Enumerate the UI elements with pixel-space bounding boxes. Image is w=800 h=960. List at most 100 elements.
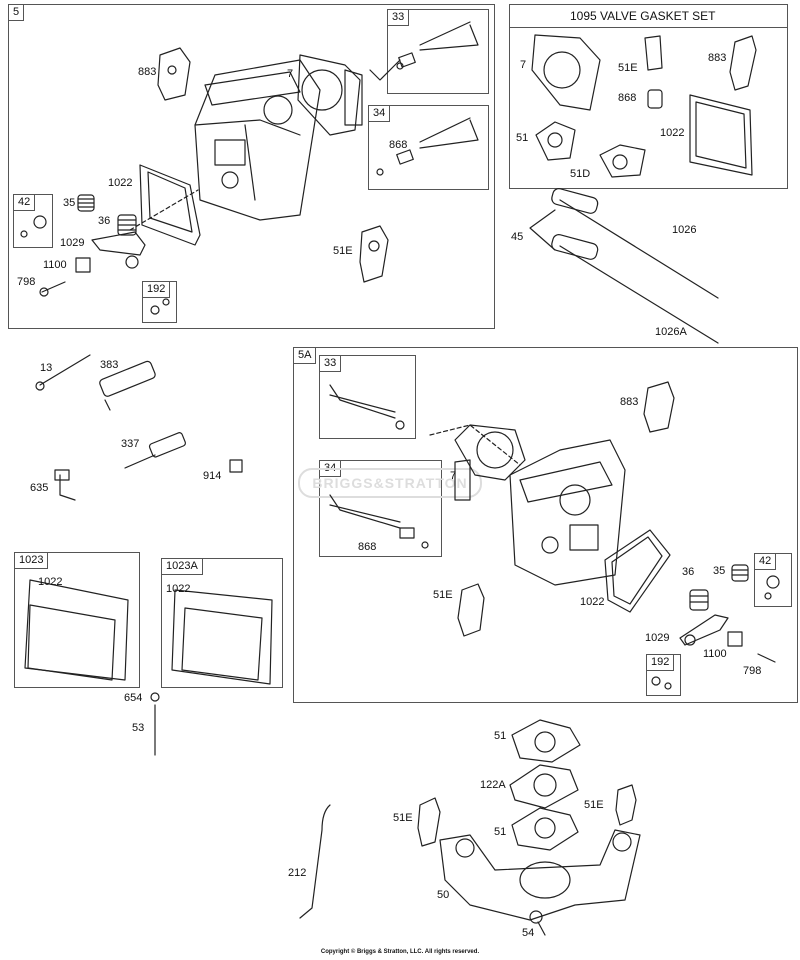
label-337: 337 <box>121 438 140 450</box>
label-868: 868 <box>389 139 408 151</box>
label-51-mid: 51 <box>494 826 507 838</box>
subbox-34-tag: 34 <box>368 105 391 122</box>
label-54: 54 <box>522 927 535 939</box>
rocker-arm-5a-1029 <box>679 614 729 646</box>
label-5a-36: 36 <box>682 566 695 578</box>
washer-42 <box>20 215 47 238</box>
label-5a-35: 35 <box>713 565 726 577</box>
label-635: 635 <box>30 482 49 494</box>
valve-34-art <box>376 117 479 176</box>
valve-5a-34 <box>329 494 429 549</box>
label-5a-798: 798 <box>743 665 762 677</box>
label-35: 35 <box>63 197 76 209</box>
guide-1100 <box>75 257 91 273</box>
label-1029: 1029 <box>60 237 85 249</box>
nut-192 <box>150 298 170 315</box>
rocker-cover-1023a <box>171 589 273 685</box>
copyright-notice: Copyright © Briggs & Stratton, LLC. All … <box>320 949 480 955</box>
label-51-top: 51 <box>494 730 507 742</box>
nut-914 <box>229 459 243 473</box>
label-5a-1029: 1029 <box>645 632 670 644</box>
valve-5a-33 <box>329 384 405 430</box>
nut-654 <box>150 692 160 702</box>
label-883: 883 <box>138 66 157 78</box>
guide-5a-1100 <box>727 631 743 647</box>
spring-36 <box>117 214 137 236</box>
label-1026a: 1026A <box>655 326 687 338</box>
label-1026: 1026 <box>672 224 697 236</box>
spring-35 <box>77 194 95 212</box>
label-gasket-51d: 51D <box>570 168 591 180</box>
label-53: 53 <box>132 722 145 734</box>
spring-5a-35 <box>731 564 749 582</box>
label-7: 7 <box>287 68 294 80</box>
valve-33-art <box>396 21 479 70</box>
label-51e: 51E <box>333 245 353 257</box>
subbox-42-tag: 42 <box>13 194 36 211</box>
label-gasket-1022: 1022 <box>660 127 685 139</box>
rocker-cover-gasket-1022 <box>139 164 201 246</box>
label-5a-51e: 51E <box>433 589 453 601</box>
frame-1023 <box>14 552 140 688</box>
rocker-arm-1029 <box>91 231 146 269</box>
head-gasket-7 <box>297 54 363 136</box>
subbox-5a-42-tag: 42 <box>754 553 777 570</box>
frame-1023a <box>161 558 283 688</box>
frame-5a-tag: 5A <box>293 347 317 364</box>
rocker-cover-gasket-5a-1022 <box>604 529 671 613</box>
label-51e-left: 51E <box>393 812 413 824</box>
subbox-34 <box>368 105 489 190</box>
spring-5a-36 <box>689 589 709 611</box>
frame-1023a-tag: 1023A <box>161 558 203 575</box>
exhaust-manifold-50 <box>439 829 641 921</box>
subbox-192-tag: 192 <box>142 281 171 298</box>
label-5a-1022: 1022 <box>580 596 605 608</box>
label-50: 50 <box>437 889 450 901</box>
watermark: BRIGGS&STRATTON <box>298 468 482 498</box>
gasket-set-title-box <box>509 4 788 28</box>
label-798: 798 <box>17 276 36 288</box>
gasket-51e-right <box>615 784 637 826</box>
label-383: 383 <box>100 359 119 371</box>
label-gasket-51e: 51E <box>618 62 638 74</box>
primer-383 <box>99 360 156 411</box>
gasket-set-parts <box>531 34 757 178</box>
label-1100: 1100 <box>43 259 67 271</box>
label-5a-7: 7 <box>450 470 457 482</box>
label-122a: 122A <box>480 779 506 791</box>
label-654: 654 <box>124 692 143 704</box>
subbox-5a-33-tag: 33 <box>319 355 342 372</box>
gasket-122a <box>509 764 579 809</box>
cylinder-head-5 <box>194 59 321 221</box>
label-914: 914 <box>203 470 222 482</box>
label-gasket-868: 868 <box>618 92 637 104</box>
label-gasket-883: 883 <box>708 52 727 64</box>
label-1022: 1022 <box>108 177 133 189</box>
frame-5 <box>8 4 495 329</box>
label-212: 212 <box>288 867 307 879</box>
label-51e-right: 51E <box>584 799 604 811</box>
bolt-54 <box>529 910 546 936</box>
pushrods-1026 <box>529 188 719 344</box>
gasket-51e-left <box>417 797 441 847</box>
spark-plug-337 <box>124 432 187 469</box>
gasket-5a-51e <box>457 583 485 637</box>
label-45: 45 <box>511 231 524 243</box>
label-1023a-1022: 1022 <box>166 583 191 595</box>
frame-1023-tag: 1023 <box>14 552 49 569</box>
label-5a-868: 868 <box>358 541 377 553</box>
subbox-5a-192-tag: 192 <box>646 654 675 671</box>
label-5a-883: 883 <box>620 396 639 408</box>
label-5a-1100: 1100 <box>703 648 727 660</box>
washer-5a-42 <box>764 575 780 600</box>
subbox-33 <box>387 9 489 94</box>
stud-798 <box>39 281 66 297</box>
gasket-5a-883 <box>643 381 675 433</box>
elbow-635 <box>54 469 76 501</box>
label-1023-1022: 1022 <box>38 576 63 588</box>
gasket-set-title: 1095 VALVE GASKET SET <box>570 9 716 23</box>
subbox-5a-34 <box>319 460 442 557</box>
bolt-13 <box>35 354 91 391</box>
label-gasket-7: 7 <box>520 59 527 71</box>
